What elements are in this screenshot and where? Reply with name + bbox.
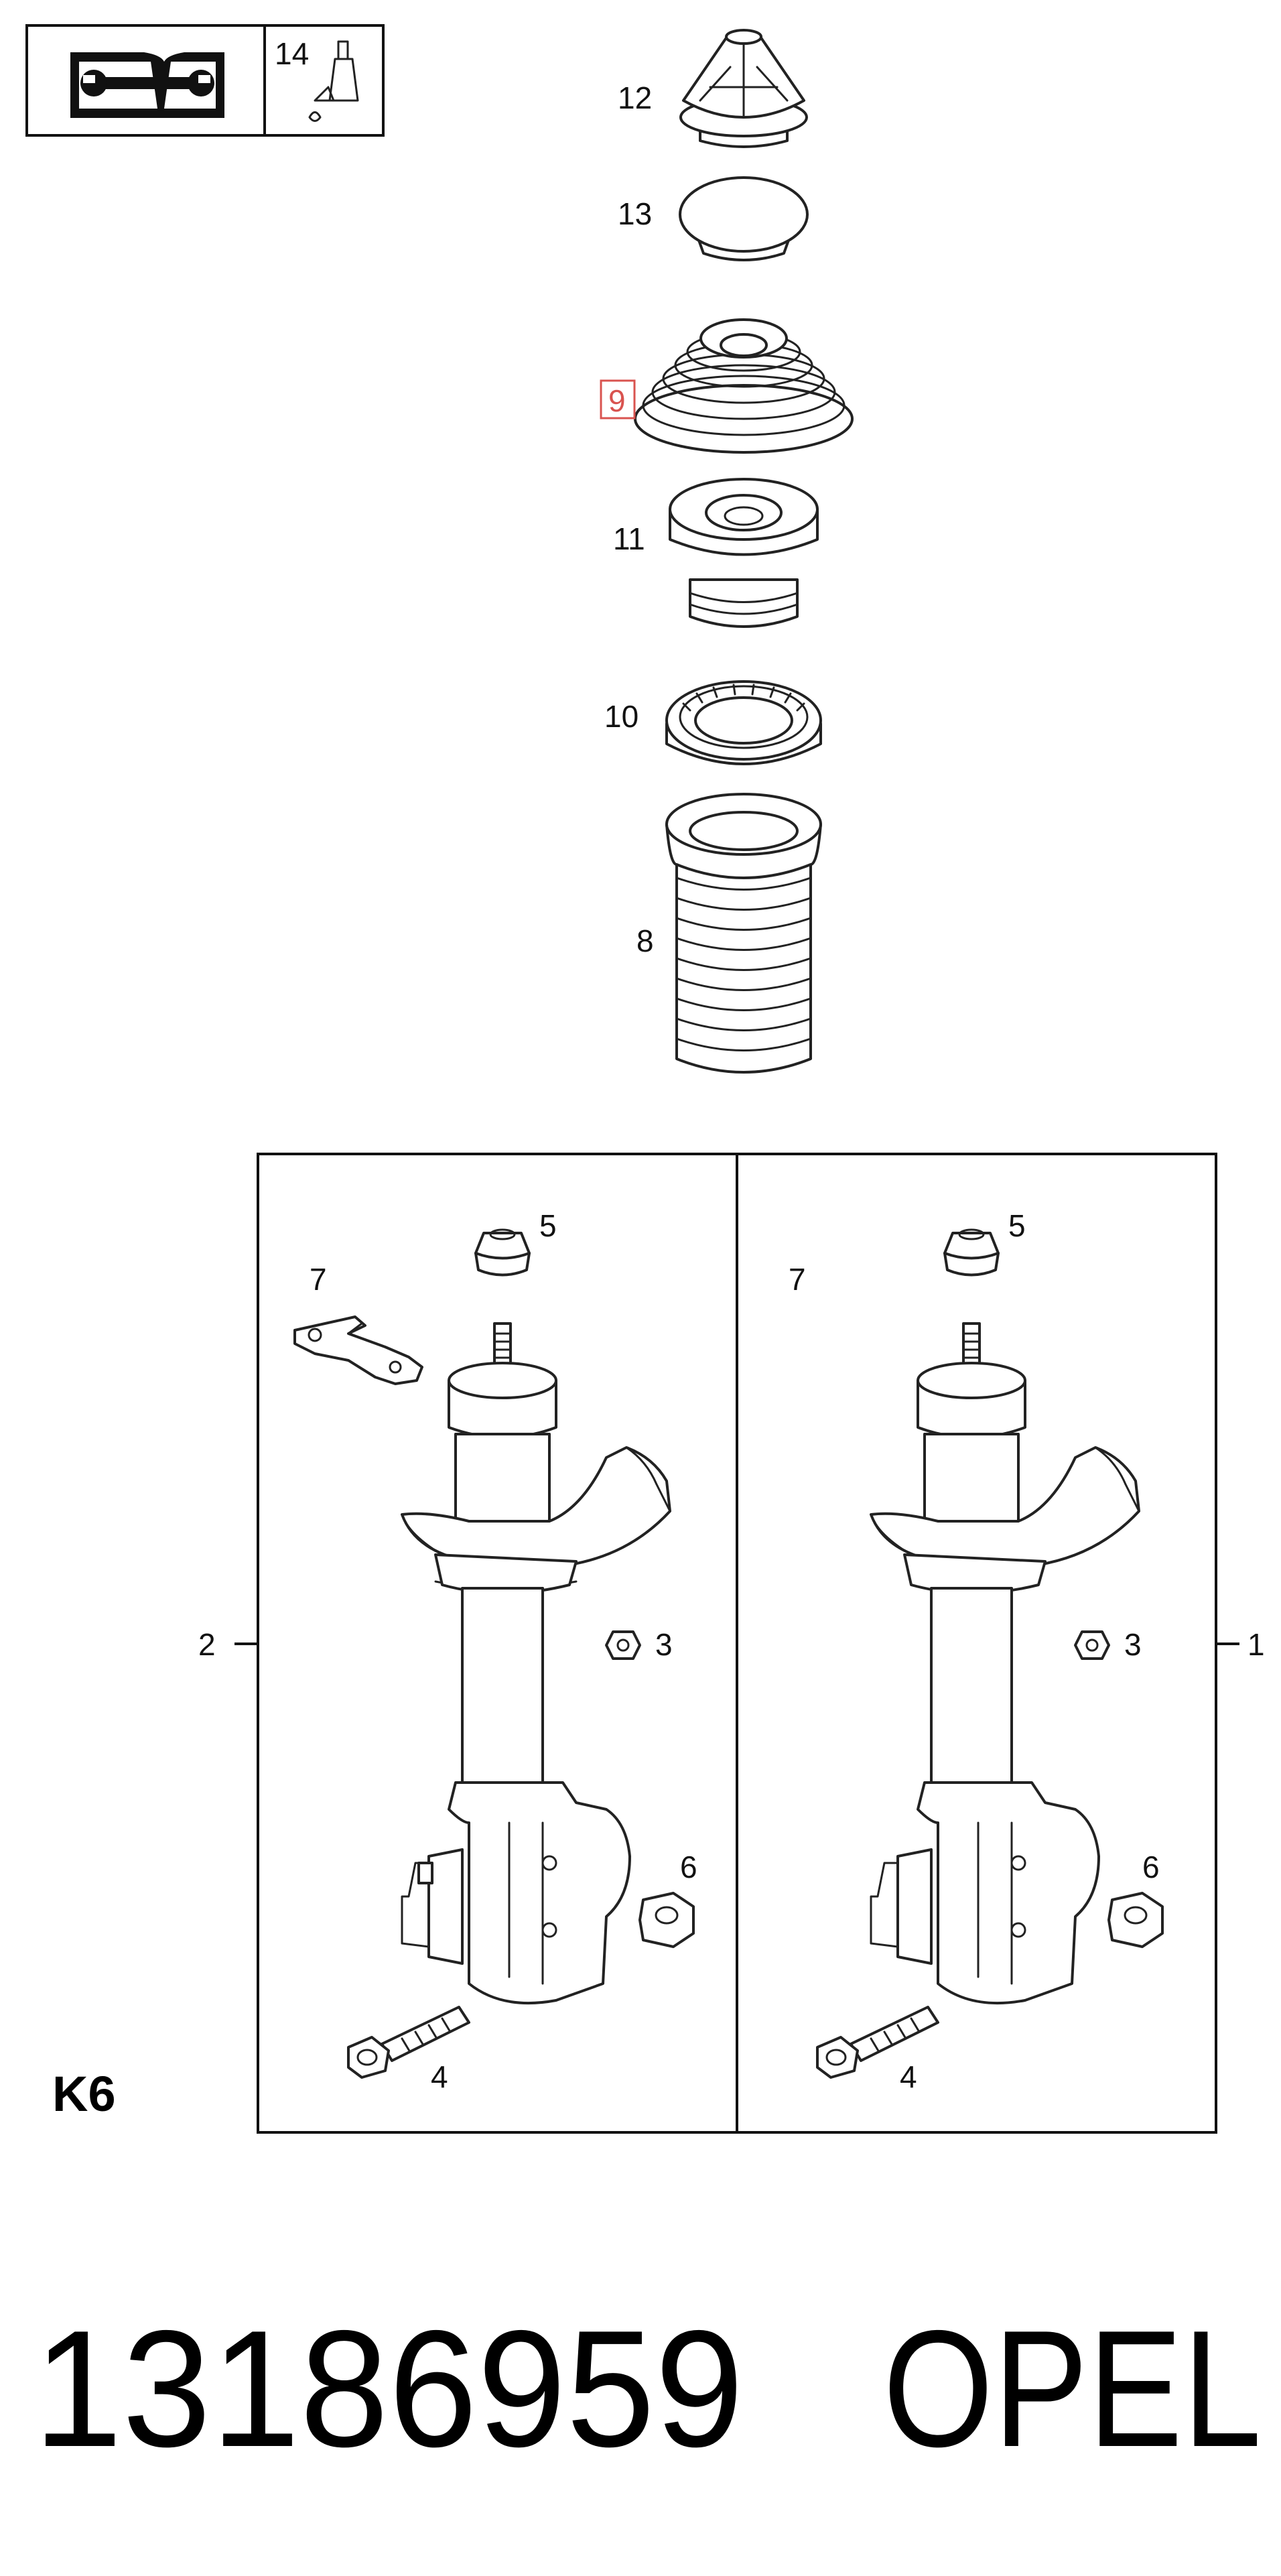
brand-name: OPEL [883, 2295, 1262, 2482]
left-bracket [293, 1315, 423, 1385]
right-small-nut-label: 3 [1124, 1627, 1142, 1662]
part-9-strut-mount [634, 318, 854, 454]
section-code: K6 [52, 2066, 116, 2122]
left-top-nut [474, 1228, 531, 1277]
part-12-label: 12 [618, 80, 652, 115]
repair-manual-icon [70, 52, 224, 118]
part-number: 13186959 [33, 2295, 744, 2482]
part-8-dust-boot [665, 793, 822, 1074]
part-10-label: 10 [604, 699, 638, 734]
left-strut-assembly: 5 7 [293, 1208, 697, 2094]
right-bolt-label: 4 [900, 2059, 917, 2094]
left-bolt-label: 4 [431, 2059, 448, 2094]
right-small-nut [1074, 1630, 1110, 1660]
part-13-dust-cap [679, 176, 809, 261]
right-strut-body [870, 1322, 1140, 2005]
part-9-label: 9 [608, 383, 626, 418]
part-8-label: 8 [636, 923, 654, 958]
lubricant-bottle-icon [308, 40, 359, 122]
left-nut-label: 5 [539, 1208, 557, 1243]
legend-item-14-label: 14 [275, 36, 309, 71]
left-small-nut [605, 1630, 641, 1660]
left-strut-body [401, 1322, 671, 2005]
right-nut-label: 5 [1008, 1208, 1026, 1243]
left-bolt [347, 2006, 470, 2079]
right-flange-nut-label: 6 [1142, 1850, 1160, 1884]
right-bolt [816, 2006, 939, 2079]
part-12-top-cap [679, 29, 808, 148]
part-10-bearing [665, 680, 822, 765]
part-9-highlight-box [600, 379, 636, 420]
part-11-bump-stop [669, 478, 819, 628]
part-11-label: 11 [613, 521, 645, 556]
right-bracket-label: 7 [789, 1262, 806, 1297]
left-small-nut-label: 3 [655, 1627, 673, 1662]
left-assembly-callout: 2 [198, 1627, 216, 1662]
right-assembly-callout: 1 [1248, 1627, 1265, 1662]
right-top-nut [943, 1228, 1000, 1277]
legend-box: 14 [25, 24, 385, 137]
left-flange-nut-label: 6 [680, 1850, 697, 1884]
left-bracket-label: 7 [310, 1262, 327, 1297]
right-flange-nut [1107, 1892, 1164, 1948]
left-flange-nut [638, 1892, 695, 1948]
right-strut-assembly: 5 7 3 6 [789, 1208, 1164, 2094]
part-13-label: 13 [618, 196, 652, 231]
